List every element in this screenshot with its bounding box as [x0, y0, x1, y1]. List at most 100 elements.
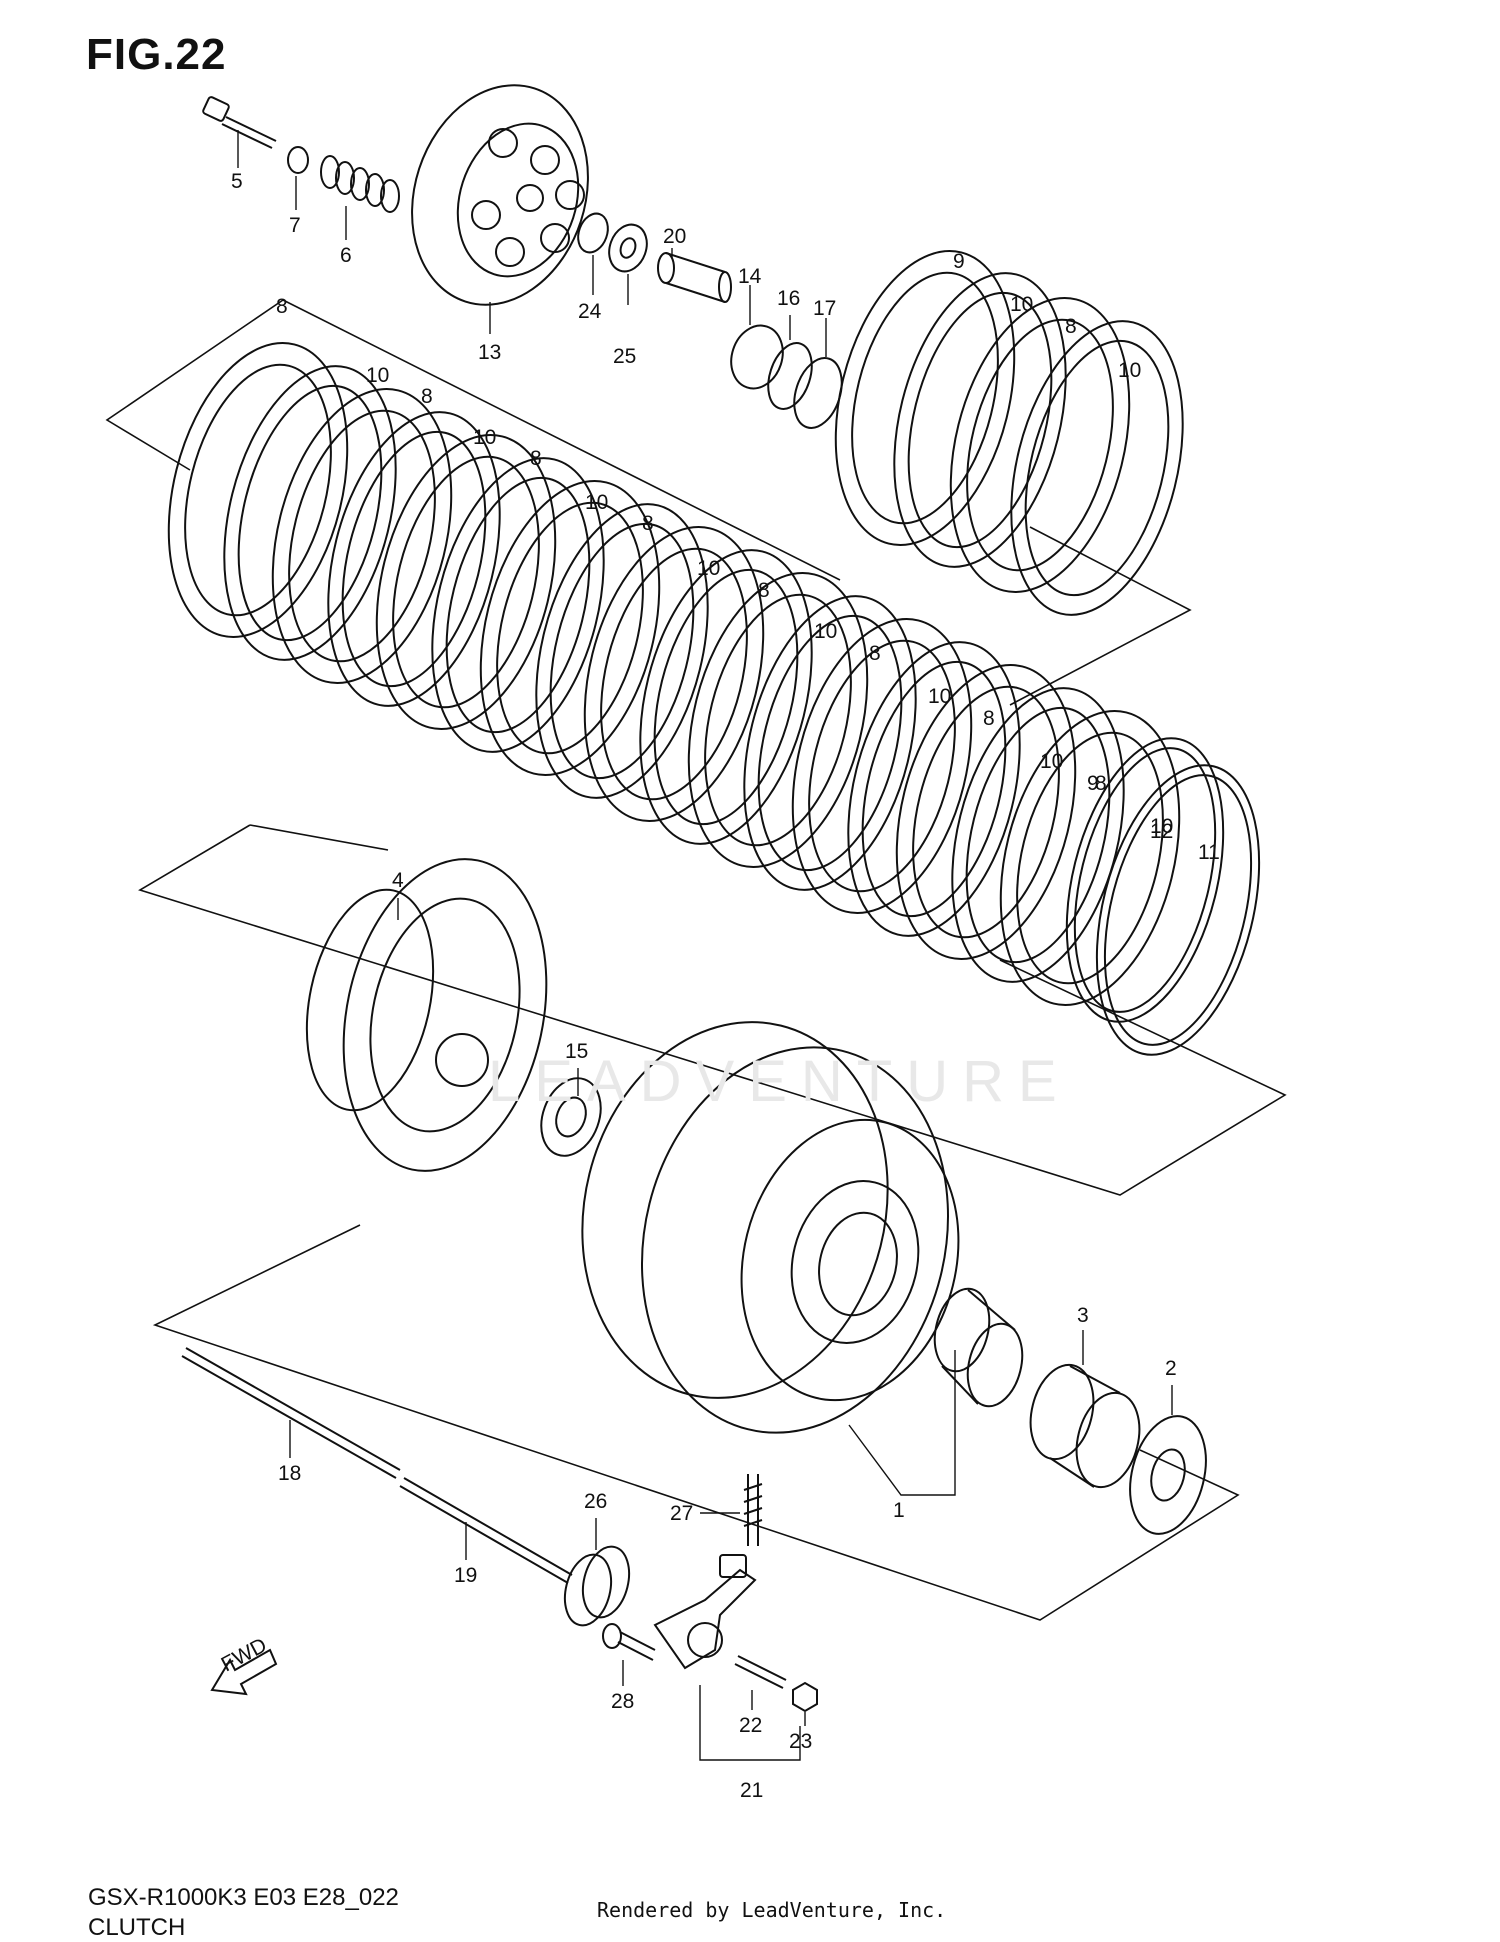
callout-13: 13 [478, 341, 501, 364]
callout-18: 18 [278, 1462, 301, 1485]
push-rod-part-19 [399, 1477, 573, 1584]
drive-plate-8 [479, 480, 661, 776]
callout-10-e: 10 [814, 620, 837, 643]
callout-11: 11 [1198, 841, 1220, 864]
callout-15: 15 [565, 1040, 588, 1063]
callout-labels: 5 7 6 13 24 25 20 14 16 17 9 10 8 10 8 1… [218, 170, 1220, 1802]
callout-1: 1 [893, 1499, 905, 1522]
adjusting-screw-part-22 [734, 1655, 787, 1689]
callout-25: 25 [613, 345, 636, 368]
callout-12: 12 [1150, 820, 1173, 843]
drive-plate-9 [999, 710, 1181, 1006]
drive-plate-8 [895, 664, 1077, 960]
drive-plate-8 [791, 618, 973, 914]
callout-10-d: 10 [697, 557, 720, 580]
drive-plate-8 [949, 297, 1131, 593]
seat-ring-11 [1095, 764, 1261, 1056]
leader-lines [237, 130, 1173, 1761]
callout-8-d: 8 [642, 512, 654, 535]
drive-plate-8 [583, 526, 765, 822]
callout-10-top-b: 10 [1118, 359, 1141, 382]
washer-part-16 [767, 342, 813, 410]
driven-plate-10 [1010, 320, 1184, 616]
callout-14: 14 [738, 265, 762, 288]
drive-plate-8 [271, 388, 453, 684]
bolt-part-28 [602, 1623, 656, 1661]
clutch-plate-stack [167, 342, 1261, 1056]
callout-8-f: 8 [869, 642, 881, 665]
callout-9-b: 9 [1087, 772, 1099, 795]
washer-part-15 [540, 1077, 602, 1157]
callout-8-a: 8 [276, 295, 288, 318]
callout-10-top-a: 10 [1010, 293, 1033, 316]
spring-washer-12 [1065, 737, 1225, 1023]
washer-part-7 [287, 146, 309, 174]
figure-title: FIG.22 [86, 30, 227, 79]
callout-8-h: 8 [1095, 772, 1107, 795]
callout-8-g: 8 [983, 707, 995, 730]
callout-17: 17 [813, 297, 836, 320]
callout-9-top: 9 [953, 250, 965, 273]
render-credit: Rendered by LeadVenture, Inc. [597, 1898, 947, 1922]
callout-10-g: 10 [1040, 750, 1063, 773]
callout-26: 26 [584, 1490, 607, 1513]
nut-part-14 [730, 324, 784, 390]
callout-16: 16 [777, 287, 800, 310]
callout-8-e: 8 [758, 579, 770, 602]
driven-plate-10 [223, 365, 397, 661]
callout-19: 19 [454, 1564, 477, 1587]
driven-plate-10 [893, 272, 1067, 568]
driven-plate-10 [535, 503, 709, 799]
group-boundary-lines [105, 299, 1287, 1621]
callout-27: 27 [670, 1502, 693, 1525]
drive-plate-8 [375, 434, 557, 730]
spring-part-27 [743, 1474, 763, 1546]
driven-plate-10 [639, 549, 813, 845]
spacer [933, 1287, 1024, 1408]
sleeve-hub-part-4 [305, 858, 548, 1172]
driven-plate-10 [743, 595, 917, 891]
clutch-housing-part-1 [581, 1021, 960, 1434]
washer-part-24 [577, 212, 609, 254]
watermark: LEADVENTURE [488, 1049, 1071, 1114]
callout-28: 28 [611, 1690, 634, 1713]
push-piece-part-20 [657, 252, 732, 303]
callout-4: 4 [392, 869, 404, 892]
callout-10-h: 10 [1150, 815, 1173, 838]
callout-22: 22 [739, 1714, 762, 1737]
callout-2: 2 [1165, 1357, 1177, 1380]
model-code: GSX-R1000K3 E03 E28_022 [88, 1884, 399, 1911]
fwd-label: FWD [218, 1634, 271, 1677]
drive-plate-9 [834, 250, 1016, 546]
drive-plate-8 [167, 342, 349, 638]
driven-plate-10 [951, 687, 1125, 983]
driven-plate-10 [431, 457, 605, 753]
nut-part-23 [792, 1681, 818, 1713]
callout-7: 7 [289, 214, 301, 237]
callout-24: 24 [578, 300, 602, 323]
oil-seal-part-26 [563, 1545, 631, 1627]
figure-name: CLUTCH [88, 1914, 186, 1941]
callout-23: 23 [789, 1730, 812, 1753]
callout-10-a: 10 [366, 364, 389, 387]
driven-plate-10 [847, 641, 1021, 937]
spring-part-6 [320, 155, 400, 213]
callout-6: 6 [340, 244, 352, 267]
callout-10-b: 10 [473, 426, 496, 449]
callout-10-f: 10 [928, 685, 951, 708]
bearing-part-25 [608, 223, 648, 273]
driven-plate-10 [327, 411, 501, 707]
callout-10-c: 10 [585, 491, 608, 514]
callout-8-c: 8 [530, 447, 542, 470]
callout-20: 20 [663, 225, 686, 248]
bolt-part-5 [202, 96, 277, 149]
release-arm-part-21 [653, 1554, 757, 1670]
callout-5: 5 [231, 170, 243, 193]
callout-8-b: 8 [421, 385, 433, 408]
push-rod-part-18 [181, 1347, 401, 1479]
drive-plate-8 [687, 572, 869, 868]
callout-8-top: 8 [1065, 315, 1077, 338]
callout-21: 21 [740, 1779, 763, 1802]
needle-bearing-part-3 [1029, 1363, 1141, 1489]
